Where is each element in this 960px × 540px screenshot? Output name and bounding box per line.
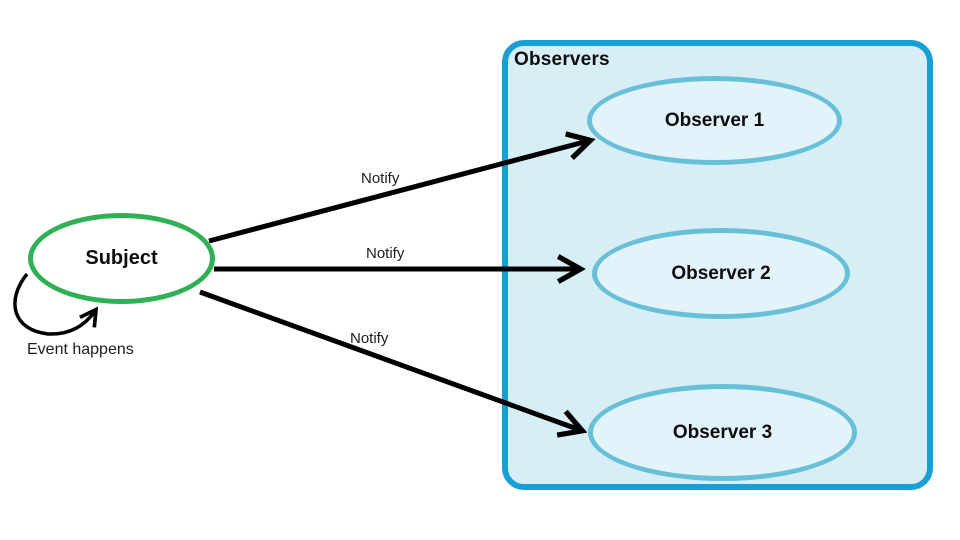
observer-2-node: Observer 2	[592, 228, 850, 319]
observer-1-node: Observer 1	[587, 76, 842, 165]
notify-label-3: Notify	[350, 330, 389, 347]
observer-3-node: Observer 3	[588, 384, 857, 481]
observers-box-title: Observers	[514, 49, 610, 70]
observer-2-label: Observer 2	[671, 262, 771, 284]
event-happens-label: Event happens	[27, 341, 134, 358]
subject-label: Subject	[85, 247, 158, 269]
observer-1-label: Observer 1	[664, 109, 765, 131]
observer-3-label: Observer 3	[672, 421, 773, 443]
notify-label-2: Notify	[366, 245, 405, 262]
subject-node: Subject	[28, 213, 215, 304]
notify-label-1: Notify	[361, 170, 400, 187]
